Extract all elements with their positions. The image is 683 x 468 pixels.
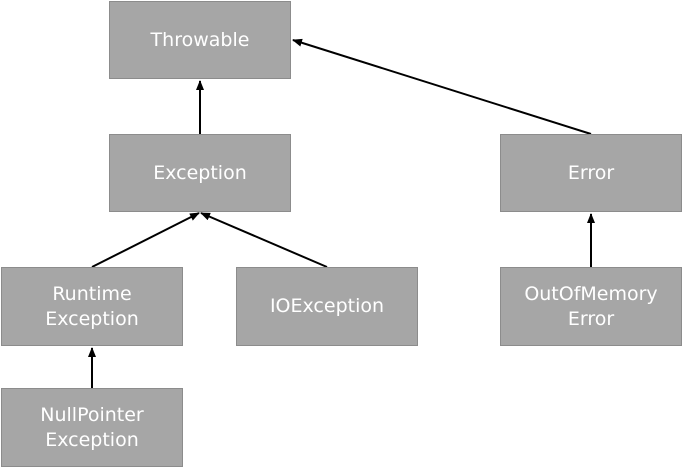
node-out-of-memory-error: OutOfMemory Error	[500, 267, 682, 346]
arrow-ioexception-to-exception	[200, 212, 328, 268]
node-null-pointer-exception: NullPointer Exception	[1, 388, 183, 467]
node-ioexception: IOException	[236, 267, 418, 346]
node-throwable-label: Throwable	[150, 28, 250, 51]
node-runtime-exception: Runtime Exception	[1, 267, 183, 346]
arrow-runtime-exception-to-exception	[91, 212, 200, 268]
node-ioexception-label: IOException	[269, 295, 385, 317]
node-null-pointer-exception-label: NullPointer Exception	[40, 403, 144, 451]
node-out-of-memory-error-label: OutOfMemory Error	[524, 282, 658, 330]
node-error-label: Error	[567, 161, 615, 184]
node-error: Error	[500, 134, 682, 212]
node-exception-label: Exception	[153, 161, 247, 184]
arrow-error-to-throwable	[292, 38, 592, 135]
node-throwable: Throwable	[109, 1, 291, 79]
node-exception: Exception	[109, 134, 291, 212]
node-runtime-exception-label: Runtime Exception	[45, 282, 139, 330]
